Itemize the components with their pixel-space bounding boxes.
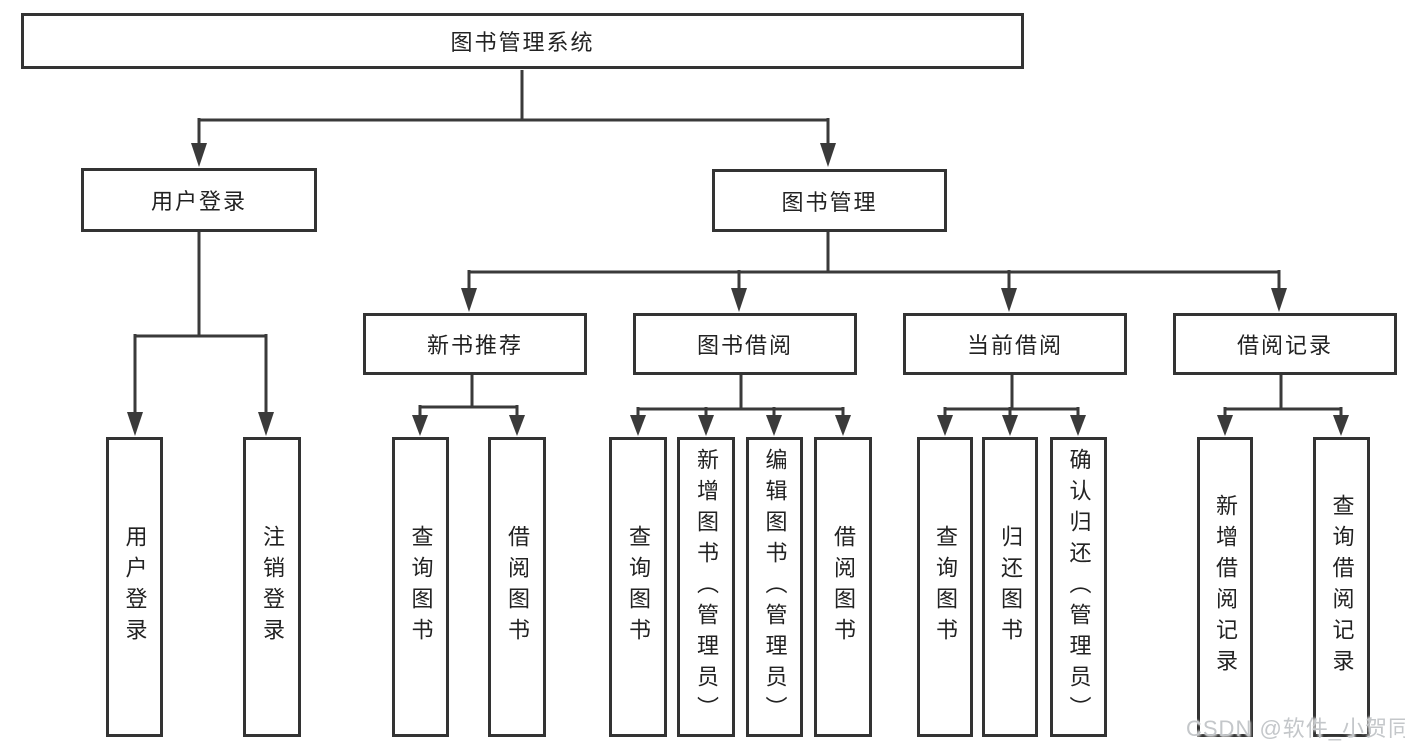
leaf-borrow-books-rec: 借阅图书 <box>488 437 546 737</box>
leaf-add-borrow-record-label: 新增借阅记录 <box>1213 494 1238 680</box>
node-new-book-rec-label: 新书推荐 <box>426 333 523 358</box>
leaf-edit-books-admin-label: 编辑图书（管理员） <box>762 447 788 727</box>
leaf-logout: 注销登录 <box>243 437 301 737</box>
node-borrow-records-label: 借阅记录 <box>1236 333 1333 358</box>
node-current-borrow: 当前借阅 <box>903 313 1127 375</box>
leaf-query-books-current: 查询图书 <box>917 437 973 737</box>
node-book-borrow: 图书借阅 <box>633 313 857 375</box>
leaf-logout-label: 注销登录 <box>260 525 285 649</box>
leaf-borrow-books-rec-label: 借阅图书 <box>505 525 530 649</box>
leaf-confirm-return-admin-label: 确认归还（管理员） <box>1066 447 1092 727</box>
leaf-borrow-books: 借阅图书 <box>814 437 872 737</box>
leaf-query-books-current-label: 查询图书 <box>933 525 958 649</box>
node-borrow-records: 借阅记录 <box>1173 313 1397 375</box>
leaf-query-books-borrow-label: 查询图书 <box>626 525 651 649</box>
leaf-return-books-label: 归还图书 <box>998 525 1023 649</box>
leaf-user-login-label: 用户登录 <box>122 525 148 649</box>
leaf-query-borrow-record-label: 查询借阅记录 <box>1329 494 1355 680</box>
leaf-confirm-return-admin: 确认归还（管理员） <box>1050 437 1107 737</box>
leaf-return-books: 归还图书 <box>982 437 1038 737</box>
leaf-query-books-rec-label: 查询图书 <box>408 525 434 649</box>
node-user-login: 用户登录 <box>81 168 317 232</box>
leaf-borrow-books-label: 借阅图书 <box>831 525 856 649</box>
node-book-mgmt-label: 图书管理 <box>781 189 878 215</box>
watermark: CSDN @软件_小贺同学 <box>1186 716 1405 741</box>
node-book-borrow-label: 图书借阅 <box>696 333 793 358</box>
leaf-edit-books-admin: 编辑图书（管理员） <box>746 437 803 737</box>
leaf-query-books-borrow: 查询图书 <box>609 437 667 737</box>
leaf-query-borrow-record: 查询借阅记录 <box>1313 437 1370 737</box>
leaf-user-login: 用户登录 <box>106 437 163 737</box>
node-user-login-label: 用户登录 <box>150 189 247 214</box>
node-new-book-rec: 新书推荐 <box>363 313 587 375</box>
node-root: 图书管理系统 <box>21 13 1024 69</box>
node-current-borrow-label: 当前借阅 <box>966 333 1063 358</box>
leaf-add-books-admin-label: 新增图书（管理员） <box>694 447 719 727</box>
node-root-label: 图书管理系统 <box>450 30 595 55</box>
leaf-add-borrow-record: 新增借阅记录 <box>1197 437 1253 737</box>
node-book-mgmt: 图书管理 <box>712 169 947 232</box>
leaf-query-books-rec: 查询图书 <box>392 437 449 737</box>
leaf-add-books-admin: 新增图书（管理员） <box>677 437 735 737</box>
